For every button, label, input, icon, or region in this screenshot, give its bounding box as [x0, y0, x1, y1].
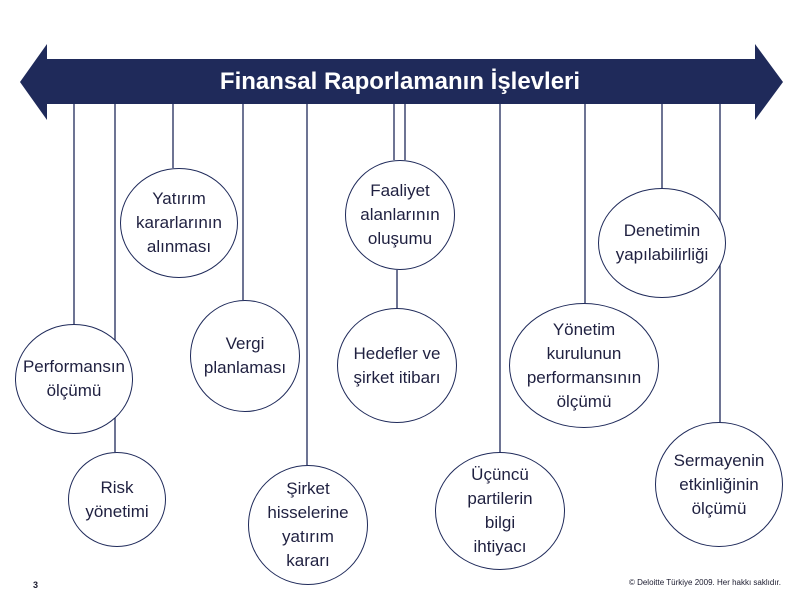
node-yatirim-kararlari: Yatırım kararlarının alınması — [120, 168, 238, 278]
node-denetim: Denetimin yapılabilirliği — [598, 188, 726, 298]
node-risk-yonetimi: Risk yönetimi — [68, 452, 166, 547]
page-title: Finansal Raporlamanın İşlevleri — [219, 68, 581, 95]
node-performans: Performansın ölçümü — [15, 324, 133, 434]
node-sirket-hisseleri: Şirket hisselerine yatırım kararı — [248, 465, 368, 585]
node-sermaye: Sermayenin etkinliğinin ölçümü — [655, 422, 783, 547]
title-banner-arrow — [20, 44, 783, 120]
node-hedefler: Hedefler ve şirket itibarı — [337, 308, 457, 423]
node-faaliyet-alanlari: Faaliyet alanlarının oluşumu — [345, 160, 455, 270]
node-vergi-planlamasi: Vergi planlaması — [190, 300, 300, 412]
copyright-footer: © Deloitte Türkiye 2009. Her hakkı saklı… — [628, 578, 781, 587]
node-ucuncu-partiler: Üçüncü partilerin bilgi ihtiyacı — [435, 452, 565, 570]
node-yonetim-kurulu: Yönetim kurulunun performansının ölçümü — [509, 303, 659, 428]
page-number: 3 — [33, 580, 39, 590]
